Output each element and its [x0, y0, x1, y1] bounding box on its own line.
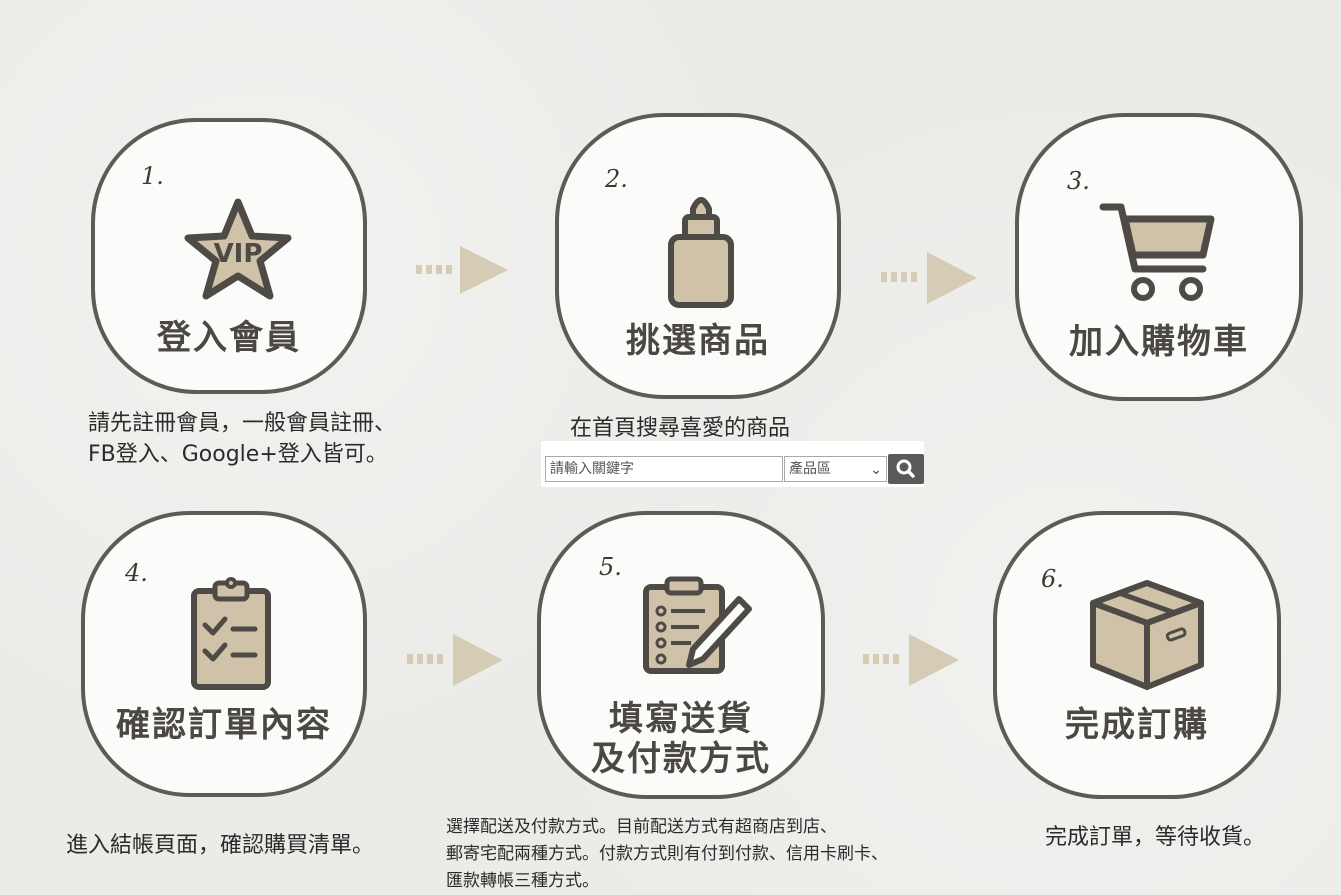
step-number: 1. [141, 162, 164, 190]
step-1-login-member: 1. VIP 登入會員 [91, 118, 367, 394]
step-title: 完成訂購 [1065, 705, 1209, 745]
category-select-value: 產品區 [789, 461, 831, 477]
step-title-line2: 及付款方式 [591, 739, 771, 779]
clipboard-pen-icon [643, 576, 752, 674]
category-select[interactable]: 產品區 ⌄ [784, 456, 887, 482]
vip-text: VIP [214, 239, 263, 269]
step-6-order-complete: 6. 完成訂購 [993, 511, 1281, 799]
step-number: 3. [1067, 167, 1090, 195]
step-number: 4. [125, 559, 148, 587]
arrow-right-icon [881, 252, 977, 304]
step-4-description: 進入結帳頁面，確認購買清單。 [66, 833, 375, 858]
clipboard-check-icon [191, 577, 271, 690]
step-6-description: 完成訂單，等待收貨。 [1045, 825, 1266, 850]
step-4-confirm-order: 4. 確認訂單內容 [81, 511, 367, 797]
vip-star-icon: VIP [184, 198, 292, 300]
search-icon [896, 459, 915, 478]
arrow-right-icon [407, 634, 503, 686]
search-button[interactable] [888, 454, 924, 484]
step-5-shipping-payment: 5. 填寫送貨 及付款方式 [537, 511, 825, 799]
step-number: 2. [605, 165, 628, 193]
step-2-choose-product: 2. 挑選商品 [555, 113, 841, 399]
arrow-right-icon [863, 634, 959, 686]
cart-icon [1099, 203, 1215, 301]
step-title: 加入購物車 [1069, 322, 1249, 362]
step-1-description: 請先註冊會員，一般會員註冊、 FB登入、Google+登入皆可。 [88, 411, 397, 467]
search-input[interactable]: 請輸入關鍵字 [545, 456, 783, 482]
step-title: 挑選商品 [626, 321, 770, 361]
step-3-add-to-cart: 3. 加入購物車 [1015, 113, 1303, 401]
chevron-down-icon: ⌄ [870, 462, 882, 478]
step-number: 6. [1041, 565, 1064, 593]
step-2-description: 在首頁搜尋喜愛的商品 [570, 416, 791, 441]
step-title: 登入會員 [157, 318, 301, 358]
box-icon [1090, 580, 1204, 690]
arrow-right-icon [416, 246, 508, 294]
step-title: 確認訂單內容 [116, 705, 332, 745]
step-number: 5. [599, 553, 622, 581]
bottle-icon [668, 197, 734, 308]
step-title-line1: 填寫送貨 [609, 699, 753, 739]
step-5-description: 選擇配送及付款方式。目前配送方式有超商店到店、 郵寄宅配兩種方式。付款方式則有付… [446, 817, 888, 891]
search-bar: 請輸入關鍵字 產品區 ⌄ [541, 441, 924, 487]
